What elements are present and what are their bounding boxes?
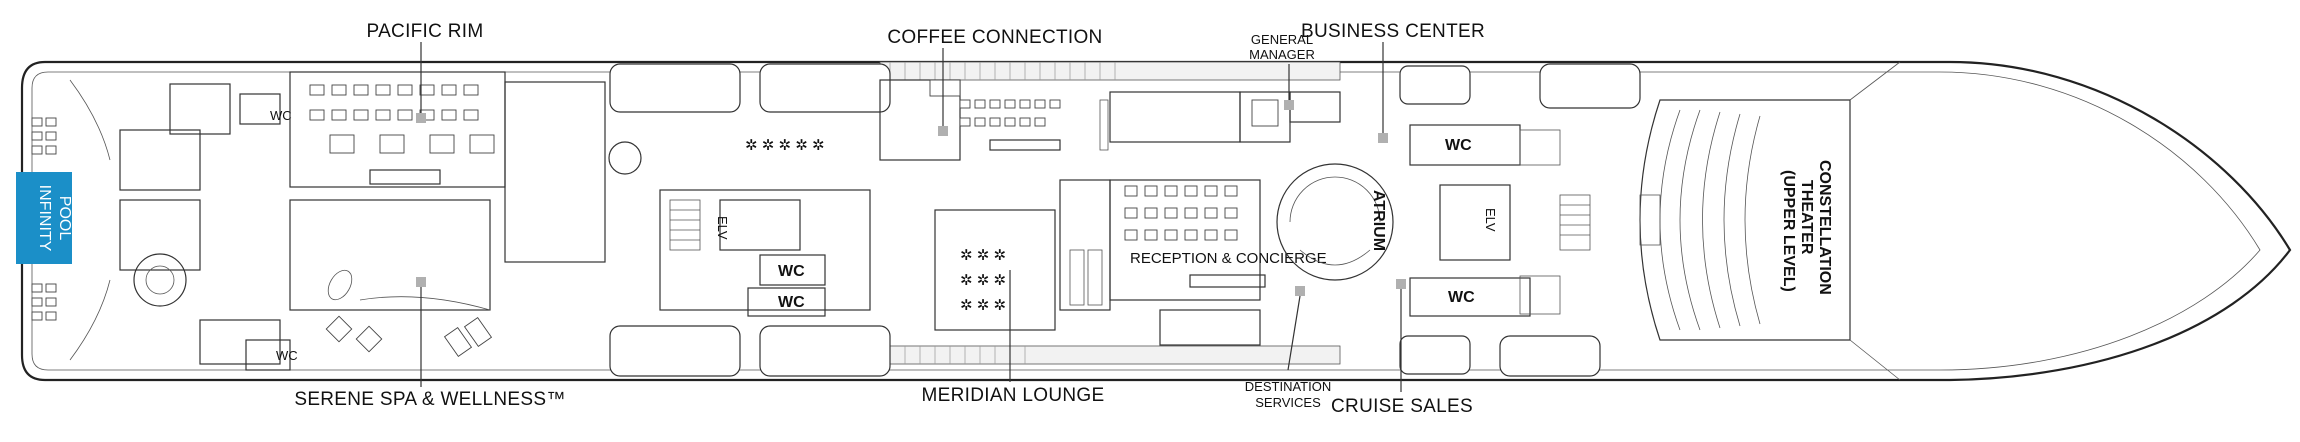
constellation-label: CONSTELLATION xyxy=(1816,160,1833,295)
wc-label: WC xyxy=(1445,137,1472,154)
lifeboat xyxy=(1399,65,1471,105)
seating-cluster: ✲ ✲ ✲ ✲ ✲ xyxy=(745,137,825,154)
lifeboat xyxy=(759,63,891,113)
coffee-connection-label: COFFEE CONNECTION xyxy=(887,27,1102,48)
business-offices xyxy=(1099,91,1341,151)
bottom-promenade xyxy=(879,345,1341,365)
serene-spa-room xyxy=(289,199,493,358)
seating-cluster: ✲ ✲ ✲ xyxy=(960,272,1006,289)
seating-cluster: ✲ ✲ ✲ xyxy=(960,247,1006,264)
ship-hull xyxy=(20,60,2292,382)
general-manager-label: GENERAL xyxy=(1251,32,1313,47)
pacific-rim-room xyxy=(289,71,506,188)
serene-spa-label: SERENE SPA & WELLNESS™ xyxy=(294,389,565,410)
forward-core: WC WC ELV xyxy=(1409,124,1591,317)
constellation-label: THEATER xyxy=(1798,180,1815,255)
lifeboat xyxy=(1499,335,1601,377)
meridian-lounge-label: MERIDIAN LOUNGE xyxy=(922,385,1105,406)
reception-concierge-label: RECEPTION & CONCIERGE xyxy=(1130,250,1327,267)
business-center-marker xyxy=(1378,133,1388,143)
meridian-lounge-room: ✲ ✲ ✲ ✲ ✲ ✲ ✲ ✲ ✲ xyxy=(934,179,1111,331)
constellation-theater xyxy=(1639,61,1901,381)
lifeboat xyxy=(759,325,891,377)
top-promenade xyxy=(879,61,1341,81)
destination-services-label: SERVICES xyxy=(1255,395,1321,410)
elv-label: ELV xyxy=(1483,208,1498,232)
infinity-pool xyxy=(16,172,72,264)
lifeboat xyxy=(1399,335,1471,375)
general-manager-label: MANAGER xyxy=(1249,47,1315,62)
coffee-connection-marker xyxy=(938,126,948,136)
midship-core: ELV WC WC xyxy=(504,81,871,317)
coffee-area: ✲ ✲ ✲ ✲ ✲ xyxy=(745,79,1061,161)
promenade-hatching xyxy=(889,62,1116,364)
pacific-rim-marker xyxy=(416,113,426,123)
wc-label: WC xyxy=(1448,289,1475,306)
lifeboat xyxy=(609,63,741,113)
constellation-label: (UPPER LEVEL) xyxy=(1780,170,1797,292)
wc-label: WC xyxy=(270,108,292,123)
aft-deck-seating xyxy=(31,79,111,361)
wc-label: WC xyxy=(778,263,805,280)
atrium xyxy=(1276,163,1394,281)
infinity-pool-label: POOL xyxy=(56,196,73,241)
inner-deck-outline xyxy=(31,71,2261,371)
lifeboat xyxy=(609,325,741,377)
pacific-rim-label: PACIFIC RIM xyxy=(367,21,484,42)
general-manager-marker xyxy=(1284,100,1294,110)
destination-services-marker xyxy=(1295,286,1305,296)
reception-area xyxy=(1109,179,1266,346)
lifeboat xyxy=(1539,63,1641,109)
cruise-sales-label: CRUISE SALES xyxy=(1331,396,1473,417)
wc-label: WC xyxy=(276,348,298,363)
aft-rooms: WC WC xyxy=(119,83,298,371)
serene-spa-marker xyxy=(416,277,426,287)
elv-label: ELV xyxy=(715,216,730,240)
seating-cluster: ✲ ✲ ✲ xyxy=(960,297,1006,314)
wc-label: WC xyxy=(778,294,805,311)
business-center-label: BUSINESS CENTER xyxy=(1301,21,1485,42)
leader-line xyxy=(1287,295,1301,371)
infinity-pool-label: INFINITY xyxy=(36,185,53,252)
atrium-label: ATRIUM xyxy=(1370,190,1387,251)
destination-services-label: DESTINATION xyxy=(1245,379,1331,394)
cruise-sales-marker xyxy=(1396,279,1406,289)
